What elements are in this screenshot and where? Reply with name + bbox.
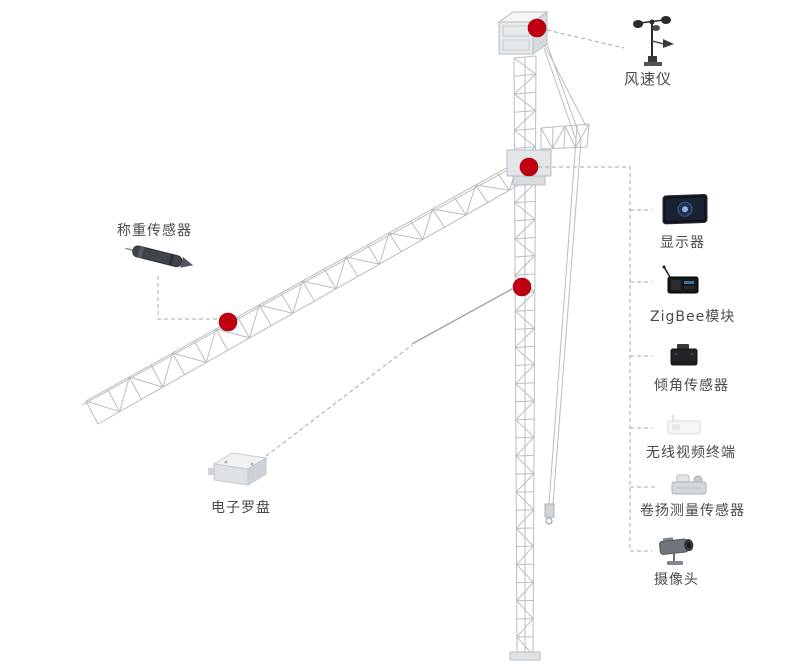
camera-icon (659, 537, 694, 565)
hook-block (544, 503, 555, 525)
zigbee-module-label: ZigBee模块 (650, 309, 736, 325)
wireless-video-terminal-icon (667, 415, 701, 435)
marker-tower-position (512, 277, 532, 297)
hoist-cables (543, 43, 587, 505)
marker-slewing-position (519, 157, 539, 177)
marker-jib-position (218, 312, 238, 332)
anemometer-label: 风速仪 (624, 70, 673, 88)
monitor-icon (662, 194, 708, 225)
tie-rod (411, 288, 513, 345)
monitor-label: 显示器 (660, 235, 705, 251)
compass-icon (208, 452, 268, 486)
counter-jib (540, 123, 590, 150)
hoist-sensor-label: 卷扬测量传感器 (640, 503, 745, 519)
crane-depth-lines (81, 57, 526, 655)
load-sensor-icon (125, 245, 194, 268)
connector-load-sensor (157, 276, 218, 320)
camera-label: 摄像头 (654, 572, 699, 588)
compass-label: 电子罗盘 (211, 500, 271, 516)
connector-compass (265, 344, 413, 457)
marker-anemometer-position (527, 18, 547, 38)
hoist-sensor-icon (671, 474, 707, 495)
tilt-sensor-icon (670, 344, 698, 366)
connector-anemometer (546, 29, 625, 49)
tower-base (509, 651, 541, 661)
tower-top-cab (497, 11, 549, 55)
zigbee-module-icon (662, 265, 699, 294)
connector-right-panel (538, 166, 656, 552)
wireless-video-terminal-label: 无线视频终端 (646, 445, 736, 461)
tilt-sensor-label: 倾角传感器 (654, 378, 729, 394)
load-sensor-label: 称重传感器 (117, 223, 192, 239)
main-jib (85, 160, 532, 425)
anemometer-icon (633, 16, 674, 66)
